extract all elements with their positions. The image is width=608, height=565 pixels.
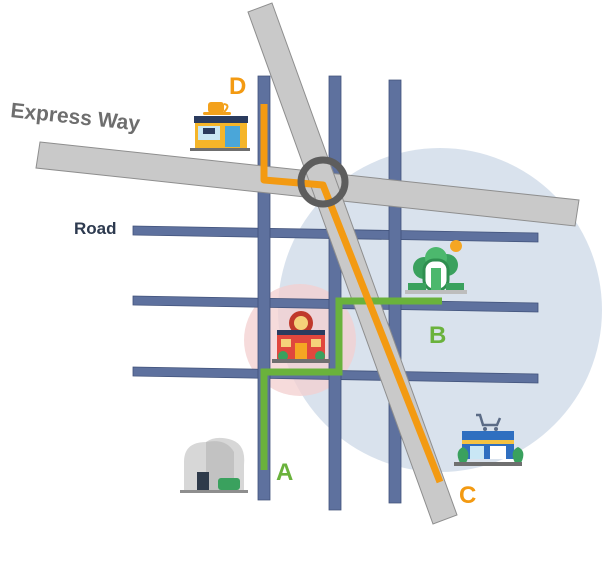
expressway-label: Express Way <box>9 99 141 135</box>
supermarket-icon <box>454 413 524 466</box>
restaurant-icon <box>272 311 330 363</box>
point-label-d: D <box>229 73 246 100</box>
route-orange <box>260 104 444 484</box>
route-green <box>260 297 442 470</box>
point-label-c: C <box>459 482 476 509</box>
point-label-a: A <box>276 459 293 486</box>
park-icon <box>405 240 467 294</box>
point-label-b: B <box>429 322 446 349</box>
roundabout-icon <box>297 156 349 208</box>
cafe-icon <box>190 102 250 151</box>
road-v3 <box>388 79 402 504</box>
road-v2 <box>328 75 342 511</box>
road-label: Road <box>74 219 117 238</box>
building-icon <box>180 437 248 493</box>
